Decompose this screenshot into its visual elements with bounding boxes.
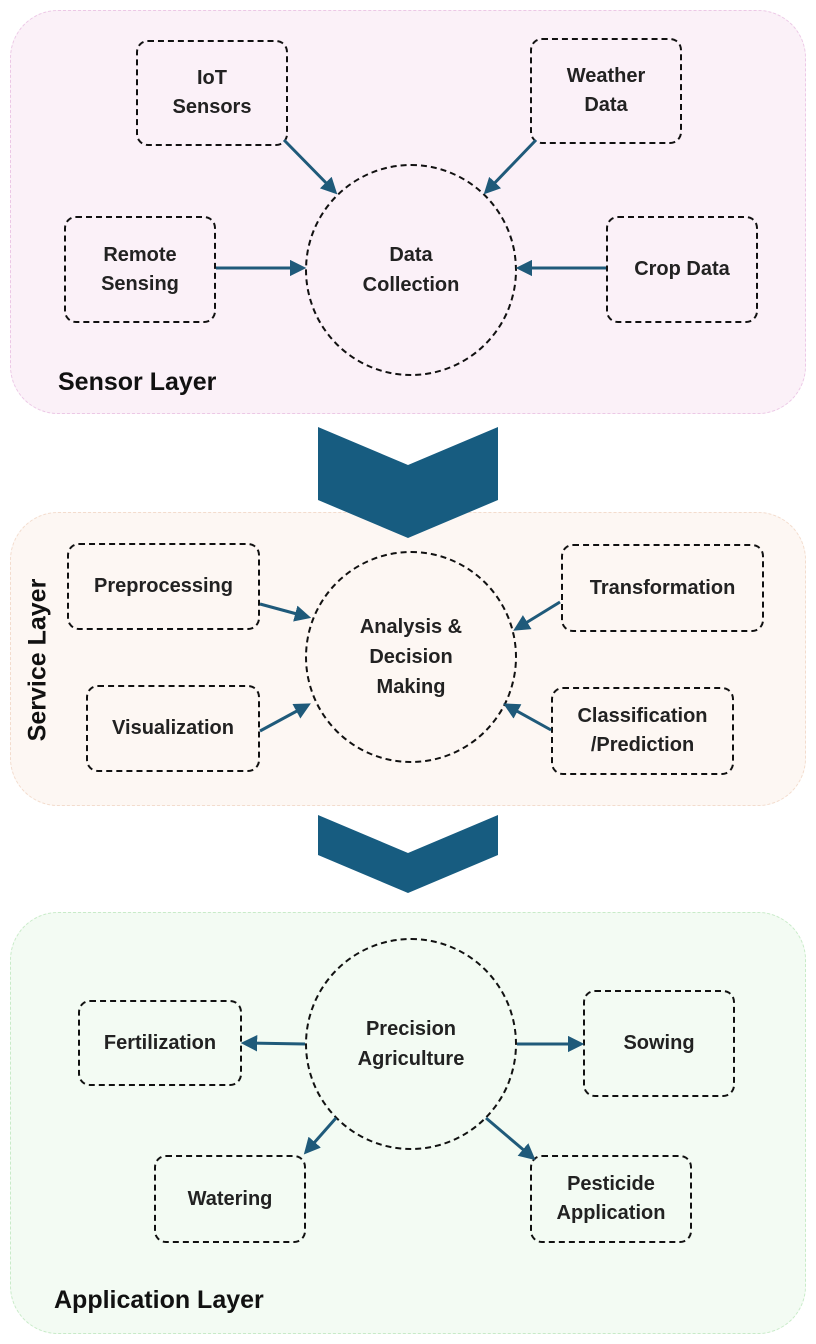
application-layer-title: Application Layer [54,1286,264,1314]
fertilization-box: Fertilization [78,1000,242,1086]
transformation-box: Transformation [561,544,764,632]
weather-data-box: Weather Data [530,38,682,144]
crop-data-box: Crop Data [606,216,758,323]
visualization-box: Visualization [86,685,260,772]
sowing-box: Sowing [583,990,735,1097]
pesticide-application-box: Pesticide Application [530,1155,692,1243]
watering-box: Watering [154,1155,306,1243]
iot-sensors-box: IoT Sensors [136,40,288,146]
chevron-down-icon [318,815,498,893]
data-collection-hub: Data Collection [305,164,517,376]
sensor-layer-title: Sensor Layer [58,368,217,396]
classification-prediction-box: Classification /Prediction [551,687,734,775]
service-layer-title: Service Layer [23,578,52,742]
preprocessing-box: Preprocessing [67,543,260,630]
precision-agriculture-hub: Precision Agriculture [305,938,517,1150]
analysis-decision-hub: Analysis & Decision Making [305,551,517,763]
remote-sensing-box: Remote Sensing [64,216,216,323]
